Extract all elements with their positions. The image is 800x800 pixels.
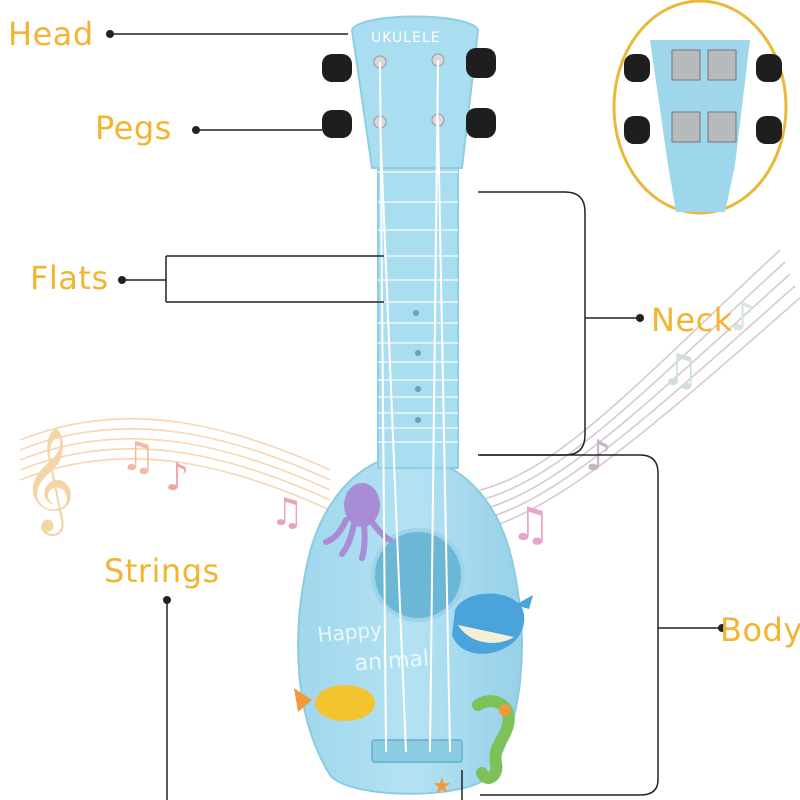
- label-pegs: Pegs: [95, 109, 172, 147]
- music-note-icon: ♫: [120, 434, 156, 480]
- fret-markers: [413, 310, 421, 423]
- starfish-icon: ★: [432, 774, 452, 799]
- music-note-icon: ♫: [270, 490, 304, 534]
- music-note-icon: ♫: [510, 497, 551, 551]
- label-head: Head: [8, 15, 94, 53]
- ukulele-headstock: UKULELE: [322, 15, 496, 169]
- music-note-icon: ♫: [660, 345, 699, 396]
- label-body: Body: [720, 611, 800, 649]
- ukulele-strings: [379, 59, 451, 753]
- treble-clef-icon: 𝄞: [22, 427, 75, 536]
- music-note-icon: ♪: [165, 455, 189, 499]
- label-flats: Flats: [30, 259, 109, 297]
- fish-icon: [294, 685, 375, 721]
- leader-lines: [110, 33, 722, 800]
- ukulele-body: Happy animal ★: [294, 453, 533, 799]
- music-note-icon: ♪: [730, 294, 756, 340]
- music-notes-decoration: 𝄞 ♫ ♪ ♫ ♫ ♪ ♫ ♪: [22, 294, 756, 551]
- seahorse-icon: [472, 695, 515, 784]
- octopus-icon: [323, 483, 393, 561]
- body-text-happy: Happy: [316, 617, 383, 647]
- sound-hole: [373, 530, 463, 620]
- body-text-animal: animal: [354, 646, 430, 676]
- headstock-back-inset: [612, 0, 788, 215]
- whale-icon: [452, 593, 533, 654]
- leader-dots: [106, 30, 726, 632]
- ukulele-neck: [377, 167, 459, 469]
- label-strings: Strings: [104, 552, 220, 590]
- headstock-brand-text: UKULELE: [371, 30, 441, 46]
- label-neck: Neck: [651, 301, 733, 339]
- bridge: [371, 739, 463, 763]
- tuning-pegs: [322, 48, 496, 138]
- music-staff-decoration: [19, 249, 800, 531]
